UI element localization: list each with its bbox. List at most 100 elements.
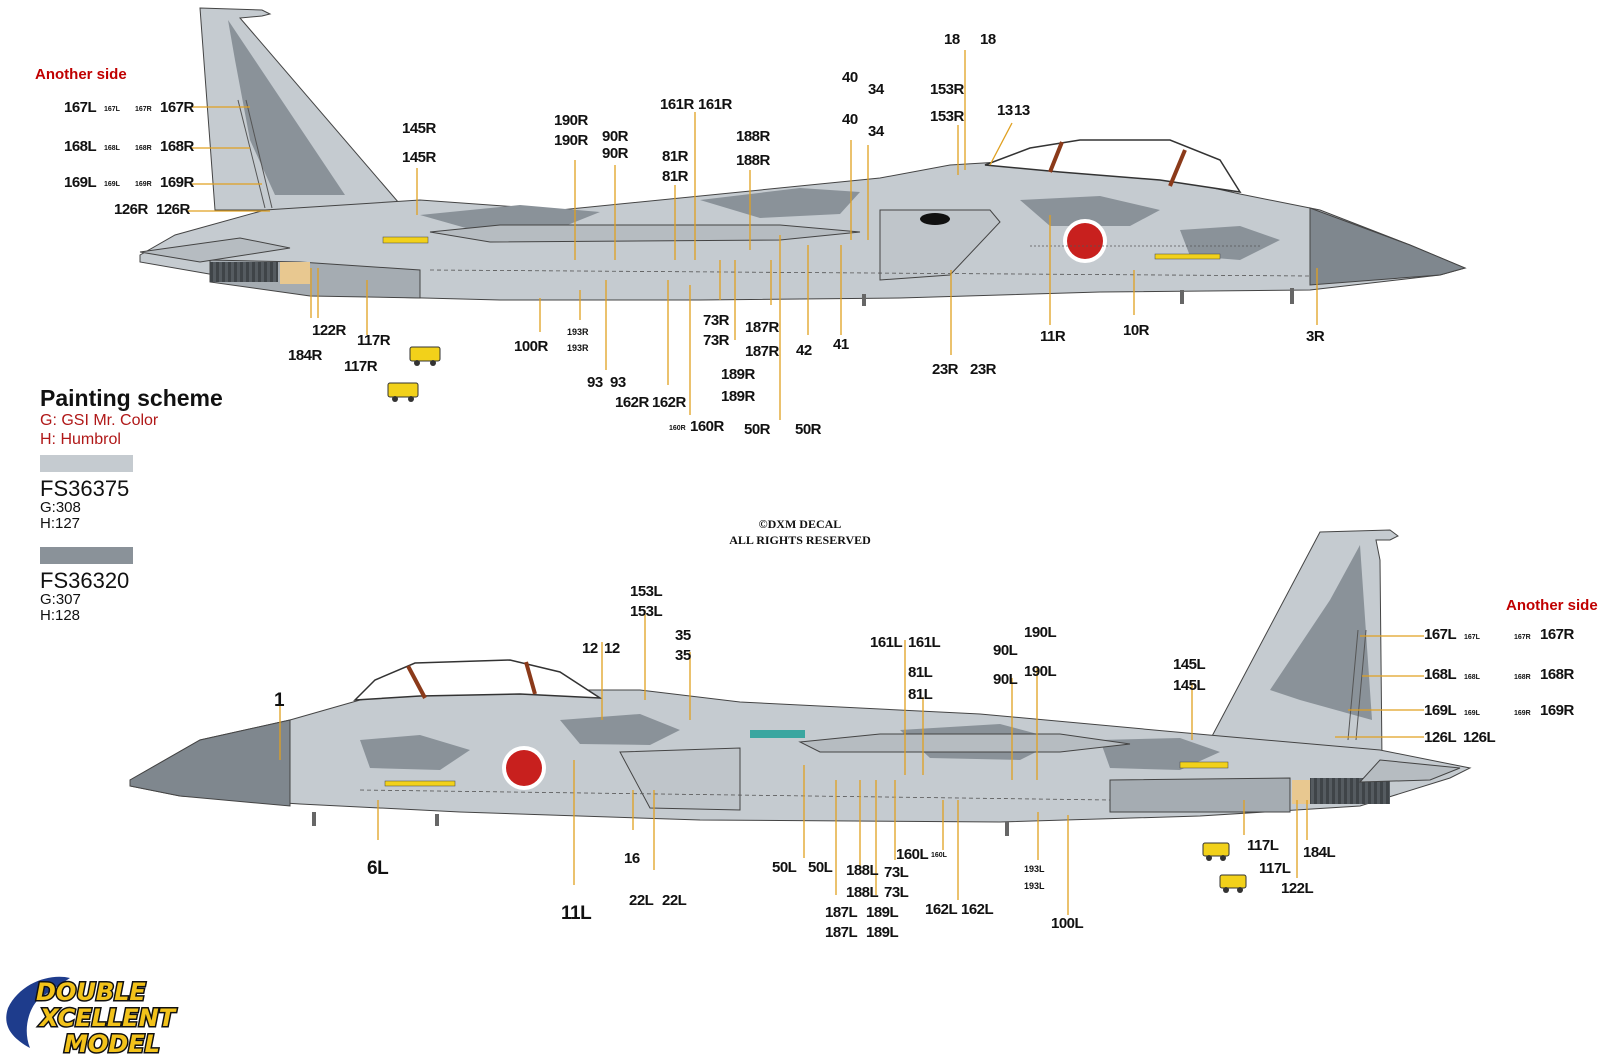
decal-122L: 122L — [1281, 880, 1314, 897]
decal-167R-small: 167R — [135, 106, 152, 113]
decal-145R: 145R — [402, 120, 436, 137]
decal-167R: 167R — [1540, 626, 1574, 643]
decal-117L: 117L — [1259, 860, 1291, 877]
decal-169L: 169L — [64, 174, 97, 191]
decal-162L: 162L — [925, 901, 958, 918]
gear-stub — [1005, 822, 1009, 836]
yellow-strip — [384, 780, 456, 787]
camo-blotch — [700, 188, 860, 218]
decal-1: 1 — [274, 690, 285, 711]
decal-190L: 190L — [1024, 663, 1057, 680]
decal-126R: 126R — [156, 201, 190, 218]
decal-126L: 126L — [1424, 729, 1457, 746]
decal-153R: 153R — [930, 81, 964, 98]
decal-167L: 167L — [1424, 626, 1457, 643]
decal-13: 13 — [997, 102, 1013, 119]
decal-162R: 162R — [652, 394, 686, 411]
decal-126R: 126R — [114, 201, 148, 218]
decal-161R: 161R — [660, 96, 694, 113]
fs36375-gsi: G:308 — [40, 499, 81, 516]
vertical-tail-camo-right — [228, 20, 345, 195]
decal-73L: 73L — [884, 884, 909, 901]
copyright-notice: ©DXM DECAL ALL RIGHTS RESERVED — [700, 516, 900, 548]
decal-167L: 167L — [64, 99, 97, 116]
decal-160R-small: 160R — [669, 425, 686, 432]
decal-145L: 145L — [1173, 677, 1206, 694]
decal-18: 18 — [980, 31, 996, 48]
decal-168L: 168L — [1424, 666, 1457, 683]
decal-190L: 190L — [1024, 624, 1057, 641]
another-side-label-top: Another side — [35, 66, 127, 83]
exhaust-nozzle-left — [1310, 778, 1390, 804]
decal-42: 42 — [796, 342, 812, 359]
double-xcellent-model-logo: DOUBLE XCELLENT MODEL — [6, 977, 178, 1056]
decal-73R: 73R — [703, 332, 730, 349]
decal-162L: 162L — [961, 901, 994, 918]
decal-160R: 160R — [690, 418, 724, 435]
canopy-right — [984, 139, 1242, 193]
decal-168L: 168L — [64, 138, 97, 155]
decal-50L: 50L — [808, 859, 833, 876]
engine-bay-left — [1109, 777, 1291, 813]
decal-23R: 23R — [970, 361, 997, 378]
decal-190R: 190R — [554, 112, 588, 129]
decal-168R: 168R — [160, 138, 194, 155]
decal-41: 41 — [833, 336, 849, 353]
decal-90R: 90R — [602, 128, 629, 145]
stabilator-right — [139, 237, 291, 263]
decal-193L: 193L — [1024, 881, 1045, 891]
decal-93: 93 — [587, 374, 603, 391]
decal-168R-small: 168R — [1514, 674, 1531, 681]
decal-35: 35 — [675, 647, 691, 664]
stabilator-left — [1358, 759, 1461, 783]
decal-169R-small: 169R — [135, 181, 152, 188]
to-vehicle-icon — [1202, 842, 1230, 861]
logo-line3: MODEL — [64, 1030, 160, 1056]
decal-168R: 168R — [1540, 666, 1574, 683]
decal-169R-small: 169R — [1514, 710, 1531, 717]
decal-117R: 117R — [357, 332, 391, 349]
teal-panel — [750, 730, 805, 738]
decal-167L-small: 167L — [1464, 634, 1480, 641]
decal-193R: 193R — [567, 327, 589, 337]
decal-90L: 90L — [993, 642, 1018, 659]
decal-93: 93 — [610, 374, 626, 391]
decal-16: 16 — [624, 850, 640, 867]
decal-161R: 161R — [698, 96, 732, 113]
decal-12: 12 — [582, 640, 598, 657]
gear-stub — [435, 814, 439, 826]
decal-90L: 90L — [993, 671, 1018, 688]
decal-50R: 50R — [744, 421, 771, 438]
camo-blotch — [560, 714, 680, 745]
decal-160L-small: 160L — [931, 852, 947, 859]
another-side-label-bottom: Another side — [1506, 597, 1598, 614]
decal-169R: 169R — [1540, 702, 1574, 719]
decal-122R: 122R — [312, 322, 346, 339]
decal-18: 18 — [944, 31, 960, 48]
vertical-tail-camo-left — [1270, 545, 1372, 720]
decal-189R: 189R — [721, 388, 755, 405]
camo-blotch — [1180, 226, 1280, 260]
decal-161L: 161L — [908, 634, 941, 651]
decal-187L: 187L — [825, 904, 858, 921]
fs36375-humbrol: H:127 — [40, 515, 81, 532]
engine-stripe — [1292, 780, 1310, 804]
decal-10R: 10R — [1123, 322, 1150, 339]
decal-168R-small: 168R — [135, 145, 152, 152]
fs36320-gsi: G:307 — [40, 591, 81, 608]
decal-187R: 187R — [745, 319, 779, 336]
decal-13: 13 — [1014, 102, 1030, 119]
aircraft-right-side — [139, 7, 1467, 306]
decal-153L: 153L — [630, 583, 663, 600]
decal-12: 12 — [604, 640, 620, 657]
gear-stub — [312, 812, 316, 826]
decal-187L: 187L — [825, 924, 858, 941]
decal-169L: 169L — [1424, 702, 1457, 719]
decal-126L: 126L — [1463, 729, 1496, 746]
yellow-strip — [382, 236, 429, 244]
decal-190R: 190R — [554, 132, 588, 149]
decal-117L: 117L — [1247, 837, 1279, 854]
yellow-strip — [1179, 761, 1229, 769]
